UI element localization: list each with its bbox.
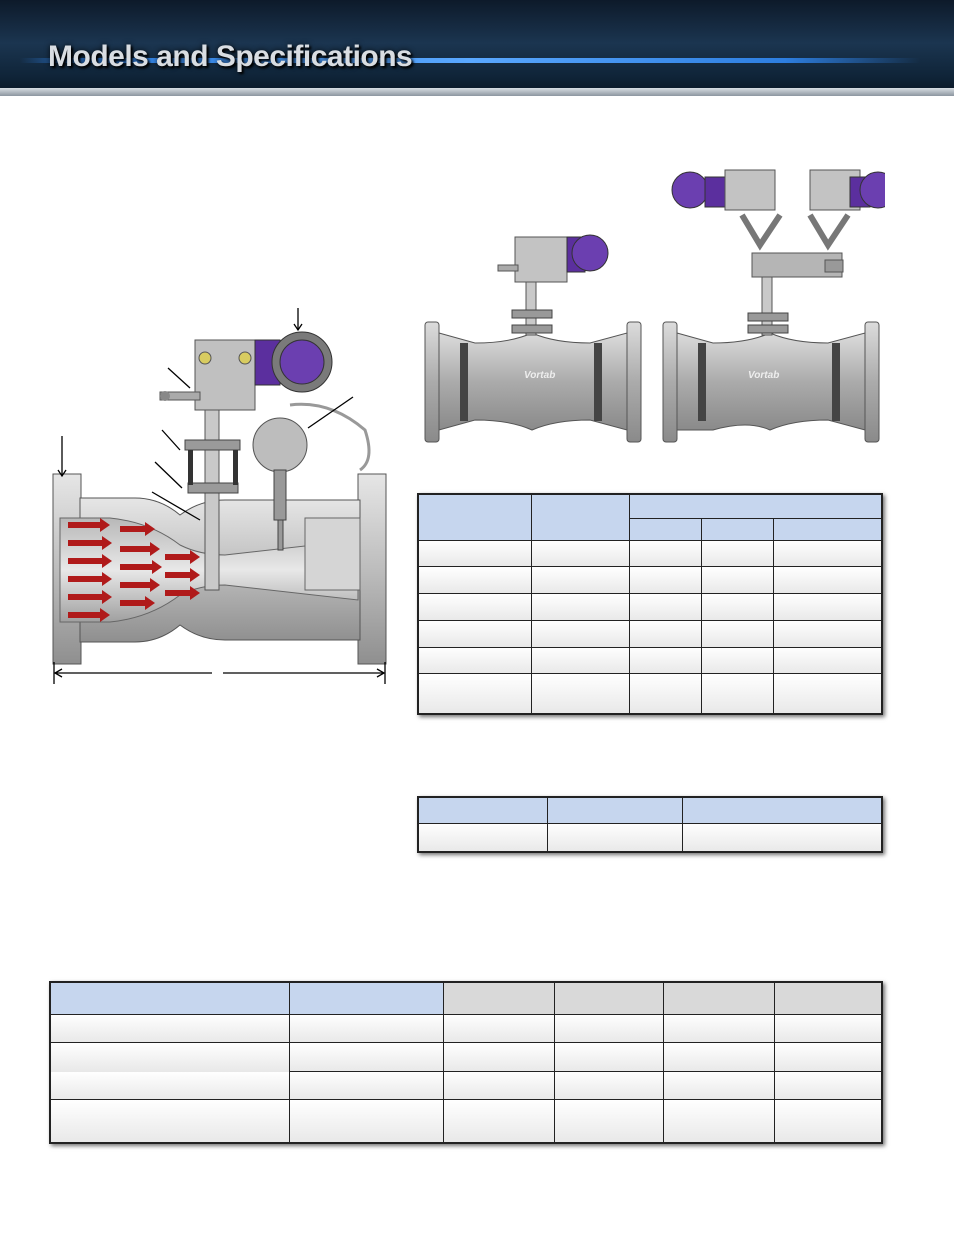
table-row: [417, 673, 883, 715]
page-banner: Models and Specifications: [0, 0, 954, 96]
flow-arrow-icon: [68, 518, 200, 622]
meter-dual-transmitter-icon: Vortab: [662, 169, 885, 443]
svg-text:Vortab: Vortab: [748, 370, 779, 381]
table-row: [417, 539, 883, 568]
table-header-cell: [774, 981, 883, 1015]
table-row: [417, 646, 883, 675]
temperature-probe-icon: [252, 402, 371, 551]
meter-single-transmitter-icon: Vortab: [424, 234, 642, 443]
table-header-cell: [531, 493, 630, 541]
table-header-cell: [289, 981, 444, 1015]
table-header-cell: [443, 981, 555, 1015]
table-header-cell: [682, 796, 883, 824]
spec-table-1: [417, 493, 883, 715]
page-title: Models and Specifications: [48, 40, 413, 73]
table-header-cell: [49, 981, 290, 1015]
spec-table-2: [417, 796, 883, 853]
table-row: [49, 1099, 883, 1144]
table-header-cell: [629, 493, 883, 519]
svg-text:Vortab: Vortab: [524, 370, 555, 381]
table-row: [417, 822, 883, 853]
table-row: [417, 593, 883, 621]
table-header-cell: [663, 981, 775, 1015]
table-header-cell: [773, 517, 883, 541]
table-header-cell: [701, 517, 775, 541]
table-row: [417, 566, 883, 595]
table-header-cell: [417, 493, 532, 541]
table-row: [417, 619, 883, 648]
table-row: [49, 1042, 883, 1101]
table-header-cell: [547, 796, 683, 824]
flow-meter-cutaway-icon: [52, 308, 387, 684]
table-header-cell: [628, 517, 703, 541]
spec-table-3: [49, 981, 883, 1144]
banner-rule: [20, 58, 920, 63]
table-header-cell: [417, 796, 548, 824]
table-header-cell: [554, 981, 664, 1015]
table-row: [49, 1013, 883, 1044]
dp-transmitter-icon: [159, 331, 333, 411]
